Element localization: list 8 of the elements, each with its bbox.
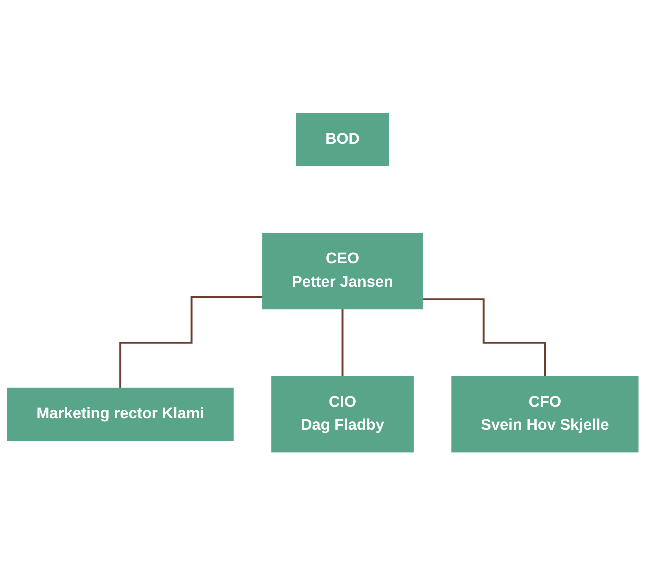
- node-box: BOD: [296, 113, 390, 166]
- node-box: CFO Svein Hov Skjelle: [452, 376, 639, 453]
- node-box: Marketing rector Klami: [7, 388, 234, 442]
- node-box: CIO Dag Fladby: [272, 376, 414, 453]
- node-box: CEO Petter Jansen: [262, 233, 423, 310]
- connector: [342, 308, 344, 378]
- connector: [422, 298, 546, 378]
- connector: [120, 296, 264, 390]
